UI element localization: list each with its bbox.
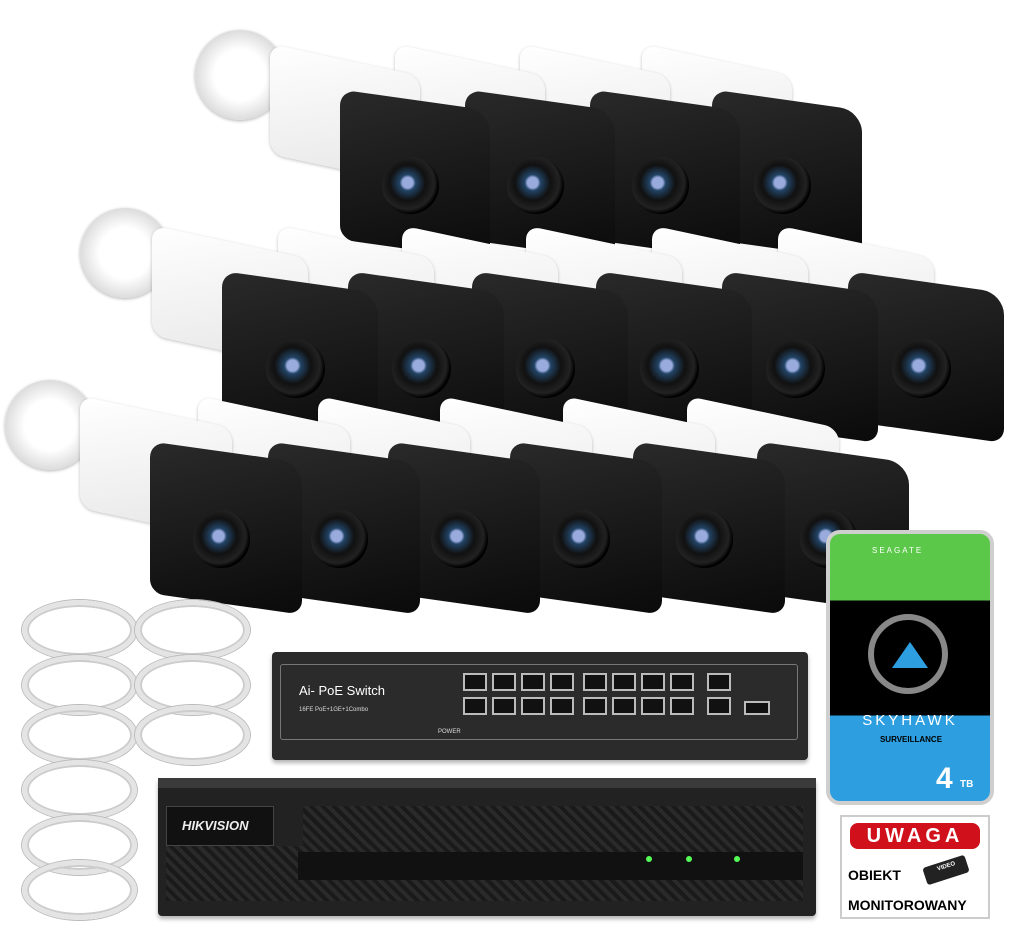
ethernet-port	[492, 673, 516, 691]
camera-lens	[391, 339, 451, 399]
camera-lens	[382, 157, 439, 214]
switch-front-panel: Ai- PoE Switch 16FE PoE+1GE+1Combo POWER	[280, 664, 798, 740]
switch-power-label: POWER	[438, 729, 461, 735]
camera-lens	[639, 339, 699, 399]
ethernet-port	[670, 697, 694, 715]
sign-line1: OBIEKT	[848, 867, 901, 883]
ethernet-port	[521, 697, 545, 715]
cable-coil	[22, 760, 137, 820]
camera-lens	[754, 157, 811, 214]
hdd-capacity: 4	[936, 762, 953, 795]
hdd-maker: SEAGATE	[872, 546, 924, 555]
camera-lens	[515, 339, 575, 399]
hawk-logo-icon	[868, 614, 948, 694]
ethernet-port	[641, 697, 665, 715]
warning-sign: UWAGA OBIEKT VIDEO MONITOROWANY	[840, 815, 990, 919]
camera-lens	[310, 509, 369, 568]
uplink-port	[707, 697, 731, 715]
sfp-port	[744, 701, 770, 715]
camera-lens	[430, 509, 489, 568]
camera-lens	[891, 339, 951, 399]
ethernet-port	[641, 673, 665, 691]
switch-title: Ai- PoE Switch	[299, 683, 385, 698]
nvr-led-hdd	[686, 856, 692, 862]
cable-coil	[135, 705, 250, 765]
hdd-line: SURVEILLANCE	[856, 734, 966, 746]
ethernet-port	[612, 697, 636, 715]
ethernet-port	[521, 673, 545, 691]
nvr-led-net	[734, 856, 740, 862]
uplink-port	[707, 673, 731, 691]
ethernet-port	[550, 673, 574, 691]
ethernet-port	[492, 697, 516, 715]
nvr-top-edge	[158, 778, 816, 788]
sign-header: UWAGA	[850, 823, 980, 849]
camera-lens	[765, 339, 825, 399]
ethernet-port	[463, 673, 487, 691]
ethernet-port	[583, 673, 607, 691]
camera-lens	[265, 339, 325, 399]
hdd-unit: TB	[960, 779, 974, 790]
ethernet-port	[670, 673, 694, 691]
camera-lens	[632, 157, 689, 214]
ethernet-port	[612, 673, 636, 691]
hdd-model: SKYHAWK	[862, 712, 958, 729]
nvr-recorder: HIKVISION	[158, 778, 816, 916]
hard-drive: SEAGATE SKYHAWK SURVEILLANCE 4 TB	[826, 530, 994, 805]
camera-lens	[192, 509, 251, 568]
ethernet-port	[463, 697, 487, 715]
cable-coil	[22, 600, 137, 660]
ethernet-port	[583, 697, 607, 715]
cable-coil	[22, 705, 137, 765]
sign-line2: MONITOROWANY	[848, 897, 967, 913]
poe-switch: Ai- PoE Switch 16FE PoE+1GE+1Combo POWER	[272, 652, 808, 760]
ethernet-port	[550, 697, 574, 715]
camera-lens	[507, 157, 564, 214]
switch-subtitle: 16FE PoE+1GE+1Combo	[299, 707, 369, 713]
camera-lens	[552, 509, 611, 568]
cctv-camera-icon: VIDEO	[922, 854, 970, 886]
camera-lens	[675, 509, 734, 568]
sign-camera-label: VIDEO	[936, 860, 957, 873]
nvr-led-power	[646, 856, 652, 862]
cable-coil	[135, 600, 250, 660]
nvr-brand-logo: HIKVISION	[182, 818, 249, 833]
cable-coil	[22, 860, 137, 920]
